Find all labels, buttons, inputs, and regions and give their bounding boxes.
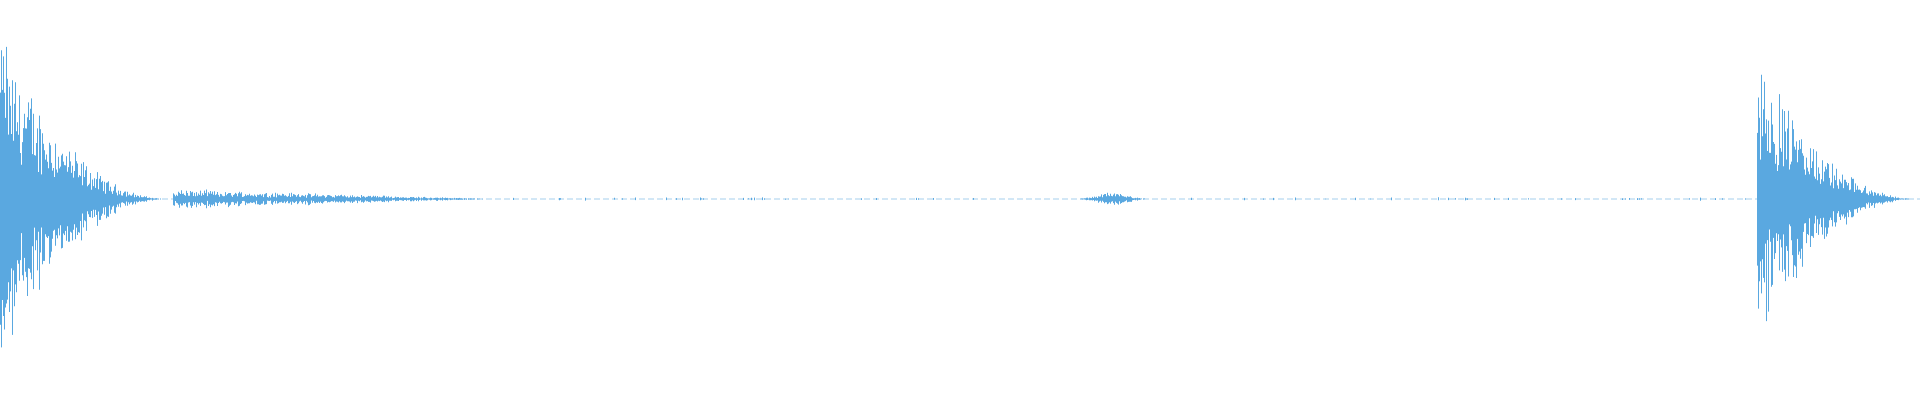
waveform-path bbox=[0, 46, 1909, 348]
